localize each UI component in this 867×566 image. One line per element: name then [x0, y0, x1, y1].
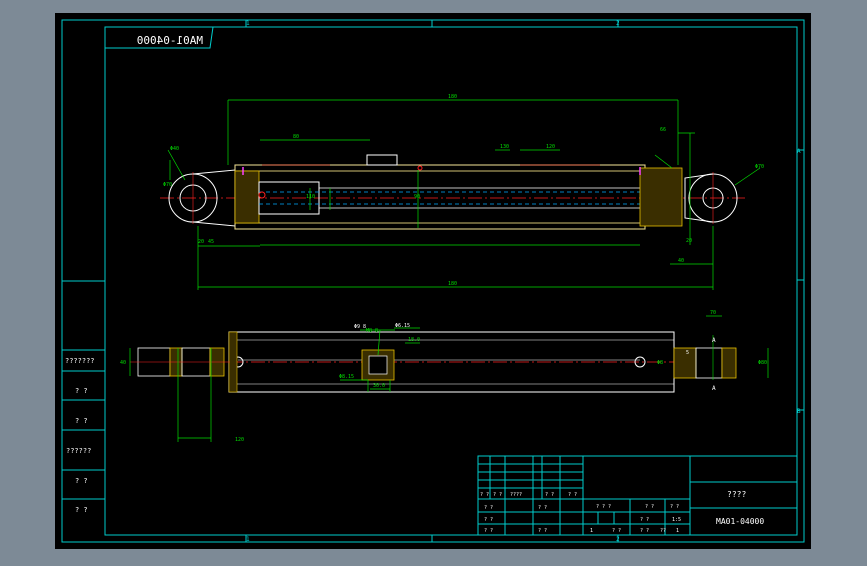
detail-callout-7: 5 [686, 350, 689, 356]
piston [258, 181, 320, 215]
dim-assembly-12: 180 [448, 281, 457, 287]
detail-callout-6: 30.0 [373, 383, 385, 389]
detail-dim-1: 40 [120, 360, 126, 366]
detail-dim-4: Φ80 [758, 360, 767, 366]
tb-cell-19: ?? [660, 528, 666, 534]
zone-ticks [245, 20, 804, 542]
section-mark-top: A [712, 337, 716, 344]
tb-cell-13: ? ? [640, 517, 649, 523]
section-mark-bottom: A [712, 385, 716, 392]
tb-cell-11: ? ? [645, 504, 654, 510]
tb-cell-14: 1:5 [672, 517, 681, 523]
detail-dim-5: Φ8 [657, 360, 663, 366]
dim-assembly-5: 80 [293, 134, 299, 140]
left-panel-row-4: ?????? [66, 447, 91, 455]
title-block [477, 455, 798, 536]
title-block-cells: ? ? ? ? ???? ? ? ? ? ? ? ? ? ? ? ? ? ? ?… [480, 492, 681, 534]
detail-dim-2: 120 [235, 437, 244, 443]
tb-cell-1: ? ? [480, 492, 489, 498]
tb-cell-9: ? ? [484, 528, 493, 534]
tb-cell-16: 1 [590, 528, 593, 534]
dim-assembly-1: 20 [198, 239, 204, 245]
dim-assembly-6: 90 [414, 194, 420, 200]
tb-cell-4: ? ? [545, 492, 554, 498]
tb-cell-12: ? ? [670, 504, 679, 510]
detail-callout-5: Φ8.15 [339, 374, 354, 380]
dim-assembly-3: 45 [208, 239, 214, 245]
dim-assembly-11: 20 [686, 238, 692, 244]
mirrored-drawing-number: MA01-04000 [137, 34, 203, 47]
dim-assembly-8: 120 [546, 144, 555, 150]
tb-cell-7: ? ? [538, 505, 547, 511]
detail-callout-2: Φ6.15 [395, 323, 410, 329]
tb-cell-17: ? ? [612, 528, 621, 534]
tb-cell-6: ? ? [484, 505, 493, 511]
barrel-detail-view [130, 331, 737, 393]
dim-assembly-9: 130 [500, 144, 509, 150]
detail-callout-1: Φ9 8 [354, 324, 366, 330]
drawing-sheet [55, 13, 811, 549]
detail-callout-3: M8 8 [366, 328, 378, 334]
right-gland [639, 167, 683, 227]
tb-cell-3: ???? [510, 492, 522, 498]
left-endcap [234, 170, 260, 224]
zone-col-1-bottom: 1 [246, 536, 250, 543]
tb-cell-18: ? ? [640, 528, 649, 534]
zone-row-b: B [797, 408, 801, 415]
tb-cell-15: ? ? [538, 528, 547, 534]
tb-cell-20: 1 [676, 528, 679, 534]
left-panel-row-2: ? ? [75, 387, 88, 395]
left-panel-row-3: ? ? [75, 417, 88, 425]
callout-assembly-2: Φ70 [755, 164, 764, 170]
title-block-title: ???? [727, 490, 746, 499]
zone-row-a: A [797, 148, 801, 155]
left-panel-row-6: ? ? [75, 506, 88, 514]
detail-callout-4: 18.0 [408, 337, 420, 343]
zone-col-2-top: 2 [616, 20, 620, 27]
dim-assembly-4: 66 [660, 127, 666, 133]
top-port [366, 154, 398, 166]
callout-assembly-1: Φ40 [170, 146, 179, 152]
dim-assembly-7: 110 [306, 194, 315, 200]
tb-cell-2: ? ? [493, 492, 502, 498]
tb-cell-8: ? ? [484, 517, 493, 523]
tb-cell-10: ? ? ? [596, 504, 611, 510]
detail-dimensions [129, 315, 769, 442]
title-block-number: MA01-04000 [716, 517, 764, 526]
assembly-dimensions [167, 99, 761, 290]
left-panel [62, 280, 105, 500]
left-panel-row-1: ??????? [65, 357, 95, 365]
zone-col-1-top: 1 [246, 20, 250, 27]
dim-assembly-2: 40 [678, 258, 684, 264]
zone-col-2-bottom: 2 [616, 536, 620, 543]
detail-dim-3: 70 [710, 310, 716, 316]
mirrored-number-box: MA01-04000 [105, 26, 214, 49]
callout-assembly-3: Φ70 [163, 182, 172, 188]
left-panel-row-5: ? ? [75, 477, 88, 485]
dim-assembly-10: 180 [448, 94, 457, 100]
assembly-view [160, 154, 745, 230]
tb-cell-5: ? ? [568, 492, 577, 498]
